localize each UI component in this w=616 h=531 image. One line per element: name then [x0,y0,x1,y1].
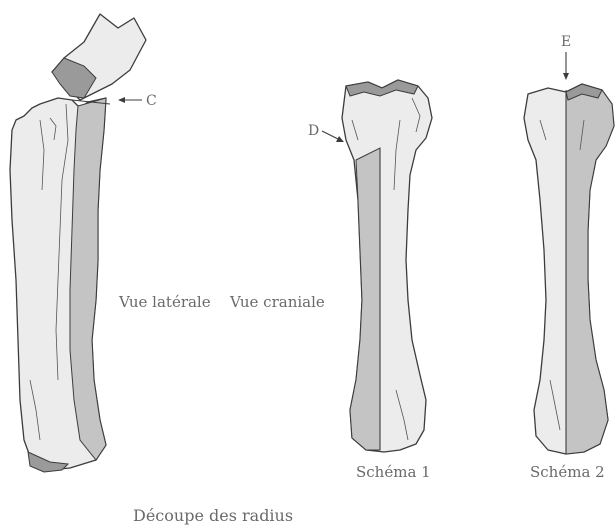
arrow-e-head [563,73,569,80]
label-vue-laterale: Vue latérale [118,293,211,311]
label-c: C [146,93,157,109]
lateral-view-bone [10,14,146,472]
schema-1-bone [342,80,432,452]
label-schema-1: Schéma 1 [356,463,431,481]
label-d-group: D [308,123,344,142]
label-e-group: E [561,34,571,80]
label-e: E [561,34,571,50]
arrow-c-head [118,97,125,103]
schema-2-bone [524,84,614,454]
label-d: D [308,123,319,139]
schema-2-cut-half [566,84,614,454]
schema-1-cut-strip [350,148,380,450]
label-schema-2: Schéma 2 [530,463,605,481]
lateral-cut-face [70,98,106,460]
label-vue-craniale: Vue craniale [229,293,325,311]
label-c-group: C [118,93,157,109]
arrow-d [322,131,340,140]
figure-caption: Découpe des radius [133,506,293,525]
